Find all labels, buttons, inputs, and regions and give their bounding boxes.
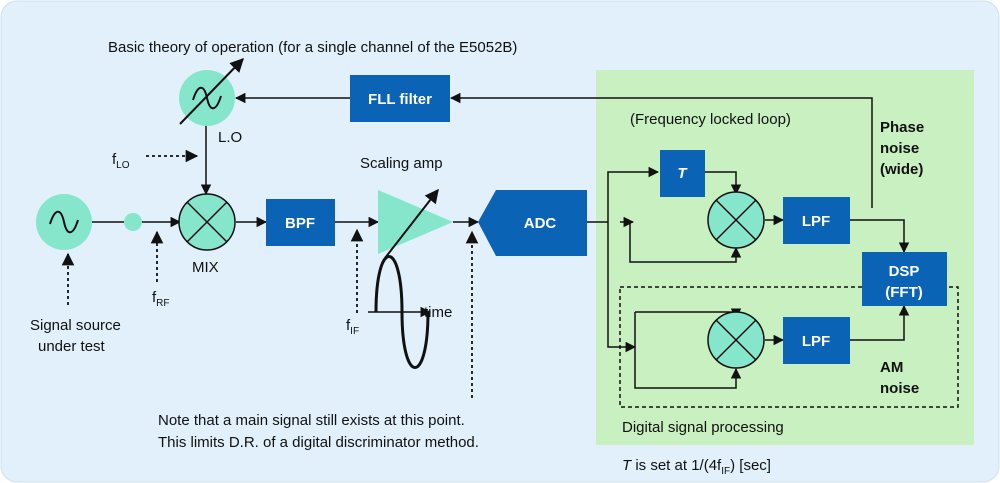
mixer-bottom-icon bbox=[707, 311, 765, 369]
mixer-top-icon bbox=[707, 191, 765, 249]
note-line2: This limits D.R. of a digital discrimina… bbox=[158, 434, 479, 451]
diagram-title: Basic theory of operation (for a single … bbox=[108, 39, 517, 56]
dsp-area-label: Digital signal processing bbox=[622, 419, 784, 436]
phase-noise-label-line1: Phase bbox=[880, 119, 924, 136]
dsp-block bbox=[862, 252, 947, 306]
dsp-label-line1: DSP bbox=[889, 263, 920, 280]
f-lo-label: fLO bbox=[112, 151, 130, 171]
tau-label: T bbox=[677, 165, 688, 182]
phase-noise-label-line2: noise bbox=[880, 140, 919, 157]
dsp-label-line2: (FFT) bbox=[885, 284, 922, 301]
fll-filter-label: FLL filter bbox=[368, 91, 432, 108]
lo-label: L.O bbox=[218, 129, 242, 146]
lpf-bottom-block bbox=[783, 317, 850, 364]
bpf-block bbox=[266, 199, 335, 246]
scaling-amp-icon bbox=[378, 188, 453, 259]
signal-source-label-line2: under test bbox=[38, 338, 106, 355]
mixer-icon bbox=[178, 193, 236, 251]
fll-loop-label: (Frequency locked loop) bbox=[630, 111, 791, 128]
am-noise-label-line1: AM bbox=[880, 359, 903, 376]
input-node bbox=[124, 213, 142, 231]
time-label: time bbox=[424, 304, 452, 321]
lpf-top-block bbox=[783, 197, 850, 244]
if-waveform-icon bbox=[368, 255, 432, 369]
am-noise-label-line2: noise bbox=[880, 380, 919, 397]
phase-noise-label-line3: (wide) bbox=[880, 161, 923, 178]
tau-delay-block bbox=[660, 150, 705, 197]
f-rf-label: fRF bbox=[152, 289, 170, 309]
adc-label: ADC bbox=[524, 215, 557, 232]
scaling-amp-label: Scaling amp bbox=[360, 155, 443, 172]
lpf-bottom-label: LPF bbox=[802, 333, 830, 350]
lpf-top-label: LPF bbox=[802, 213, 830, 230]
tau-setting-note: T is set at 1/(4fIF) [sec] bbox=[622, 457, 771, 477]
pointer-arrows bbox=[61, 149, 479, 398]
mix-label: MIX bbox=[192, 259, 219, 276]
f-if-label: fIF bbox=[346, 317, 359, 337]
signal-source-label-line1: Signal source bbox=[30, 317, 121, 334]
fll-filter-block bbox=[350, 75, 450, 122]
signal-wires bbox=[92, 92, 910, 389]
note-line1: Note that a main signal still exists at … bbox=[158, 412, 465, 429]
adc-block bbox=[478, 190, 587, 256]
bpf-label: BPF bbox=[285, 215, 315, 232]
local-oscillator-icon bbox=[179, 57, 244, 126]
signal-source-icon bbox=[36, 194, 92, 250]
